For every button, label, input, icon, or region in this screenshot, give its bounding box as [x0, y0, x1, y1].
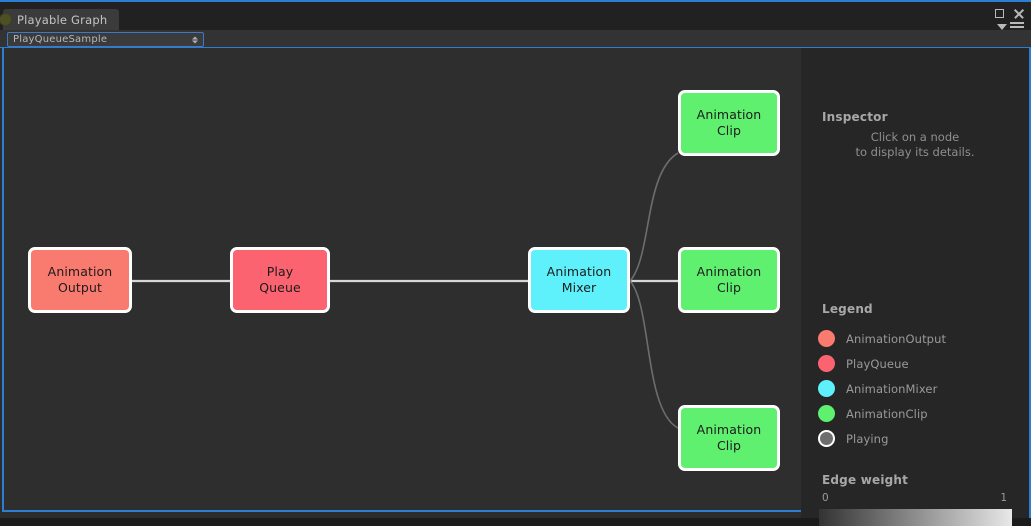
- legend-label: Playing: [846, 431, 889, 446]
- legend-item: AnimationClip: [818, 401, 1018, 426]
- legend-swatch-playing: [818, 430, 835, 447]
- graph-selector-value: PlayQueueSample: [13, 34, 108, 45]
- inspector-hint-line2: to display its details.: [855, 145, 975, 159]
- window-controls: [995, 8, 1024, 19]
- window-top-accent: [0, 0, 1031, 2]
- tab-playable-graph[interactable]: Playable Graph: [0, 9, 120, 30]
- edge-weight-title: Edge weight: [822, 473, 909, 487]
- legend-item: Playing: [818, 426, 1018, 451]
- window-titlebar: Playable Graph: [0, 2, 1031, 32]
- maximize-icon[interactable]: [995, 9, 1004, 18]
- legend-swatch-animationmixer: [818, 380, 835, 397]
- legend-label: AnimationOutput: [846, 331, 947, 346]
- inspector-hint: Click on a node to display its details.: [801, 130, 1029, 160]
- inspector-hint-line1: Click on a node: [870, 130, 960, 144]
- edge-weight-max-label: 1: [1000, 492, 1007, 504]
- unity-window-icon: [0, 13, 12, 26]
- graph-selector-dropdown[interactable]: PlayQueueSample: [7, 32, 204, 47]
- legend-item: PlayQueue: [818, 351, 1018, 376]
- legend-label: AnimationMixer: [846, 381, 938, 396]
- legend-item: AnimationMixer: [818, 376, 1018, 401]
- edge-weight-min-label: 0: [822, 492, 829, 504]
- legend-item: AnimationOutput: [818, 326, 1018, 351]
- graph-toolbar: PlayQueueSample: [0, 30, 1031, 48]
- filter-icon[interactable]: [997, 23, 1007, 30]
- legend-swatch-animationoutput: [818, 330, 835, 347]
- legend-swatch-animationclip: [818, 405, 835, 422]
- updown-arrows-icon: [192, 36, 198, 43]
- inspector-title: Inspector: [822, 110, 888, 124]
- legend-label: AnimationClip: [846, 406, 928, 421]
- legend-swatch-playqueue: [818, 355, 835, 372]
- graph-edge: [629, 280, 679, 429]
- side-panel: Inspector Click on a node to display its…: [801, 48, 1031, 526]
- graph-edges-layer: [132, 152, 679, 429]
- legend-title: Legend: [822, 302, 873, 316]
- tab-label: Playable Graph: [17, 12, 108, 27]
- graph-edge: [629, 152, 679, 282]
- panel-right-accent: [1029, 48, 1031, 518]
- close-icon[interactable]: [1013, 8, 1024, 19]
- legend-label: PlayQueue: [846, 356, 909, 371]
